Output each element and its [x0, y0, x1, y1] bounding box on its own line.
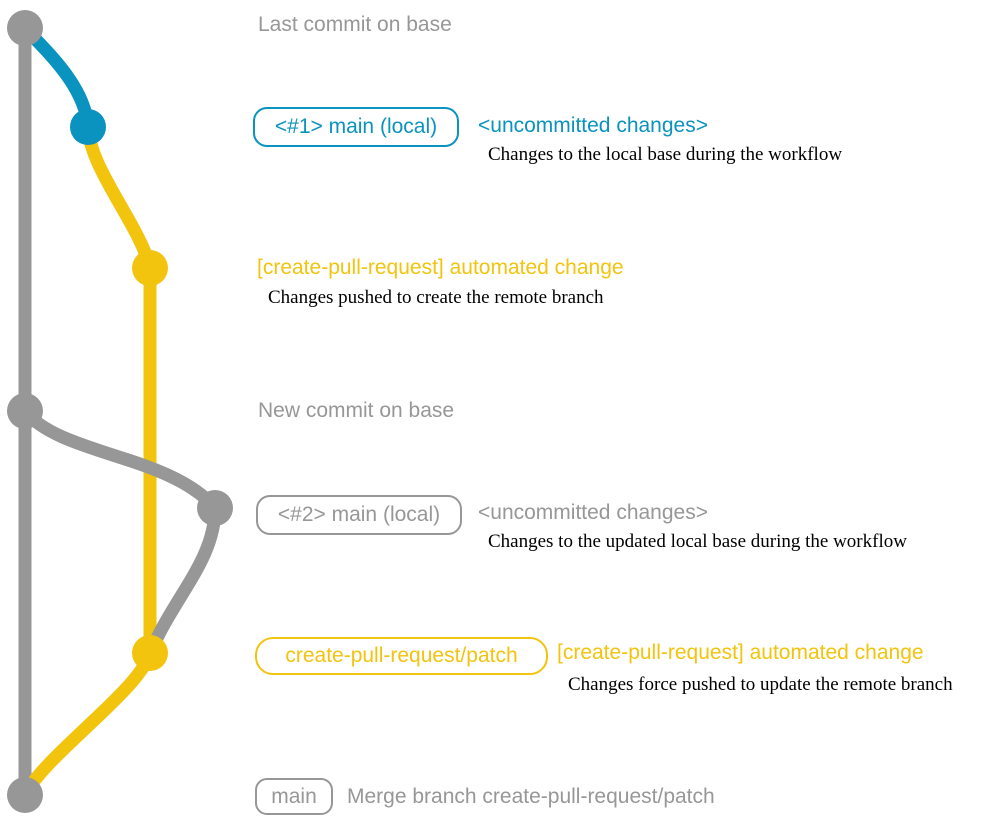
description-automated-change-2: Changes force pushed to update the remot…	[568, 674, 953, 695]
caption-new-commit-on-base: New commit on base	[258, 399, 455, 422]
branch-badge-label: create-pull-request/patch	[285, 644, 518, 667]
branch-badge-main-local-2: <#2> main (local)	[256, 495, 462, 535]
caption-uncommitted-changes-1: <uncommitted changes>	[478, 114, 708, 137]
commit-dot-local-main-2	[197, 490, 233, 526]
branch-badge-label: <#2> main (local)	[277, 503, 441, 526]
description-uncommitted-changes-2: Changes to the updated local base during…	[488, 531, 907, 552]
caption-automated-change-1: [create-pull-request] automated change	[257, 256, 624, 279]
caption-merge-branch: Merge branch create-pull-request/patch	[347, 785, 715, 808]
commit-dot-base-new	[7, 393, 43, 429]
description-uncommitted-changes-1: Changes to the local base during the wor…	[488, 144, 843, 165]
commit-dot-patch-commit-2	[132, 635, 168, 671]
caption-last-commit-on-base: Last commit on base	[258, 13, 452, 36]
commit-dot-base-tip	[7, 10, 43, 46]
description-automated-change-1: Changes pushed to create the remote bran…	[268, 287, 604, 308]
commit-dot-patch-commit-1	[132, 250, 168, 286]
branch-badge-label: <#1> main (local)	[274, 115, 438, 138]
updated-local-main-curve	[19, 406, 222, 656]
caption-automated-change-2: [create-pull-request] automated change	[557, 641, 924, 664]
branch-badge-create-pull-request-patch: create-pull-request/patch	[255, 637, 548, 675]
caption-uncommitted-changes-2: <uncommitted changes>	[478, 501, 708, 524]
commit-dot-local-main-1	[70, 109, 106, 145]
branch-badge-main: main	[255, 778, 333, 815]
branch-badge-label: main	[271, 784, 317, 808]
commit-dot-merge	[7, 777, 43, 813]
branch-badge-main-local-1: <#1> main (local)	[253, 107, 459, 147]
